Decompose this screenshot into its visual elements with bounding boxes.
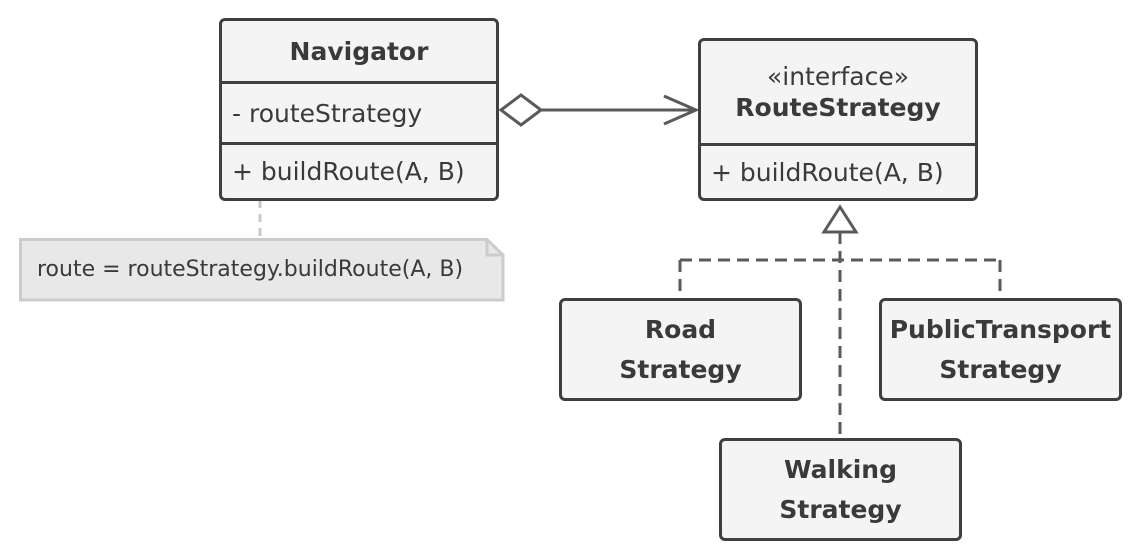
road-strategy-class[interactable]: Road Strategy <box>559 298 802 401</box>
navigator-class[interactable]: Navigator - routeStrategy + buildRoute(A… <box>219 18 499 201</box>
interface-stereotype: «interface» <box>766 62 910 91</box>
aggregation-edge <box>498 93 700 127</box>
navigator-method: + buildRoute(A, B) <box>222 142 496 198</box>
note-shape <box>19 238 505 302</box>
navigator-class-name: Navigator <box>289 36 429 66</box>
route-strategy-method: + buildRoute(A, B) <box>701 143 975 198</box>
walking-strategy-class[interactable]: Walking Strategy <box>719 438 962 541</box>
road-strategy-line2: Strategy <box>619 354 742 384</box>
route-strategy-name: RouteStrategy <box>735 93 941 122</box>
walking-strategy-line1: Walking <box>783 454 897 484</box>
road-strategy-line1: Road <box>644 314 717 344</box>
realization-triangle <box>821 204 859 234</box>
walking-strategy-line2: Strategy <box>779 494 902 524</box>
code-note: route = routeStrategy.buildRoute(A, B) <box>37 256 464 282</box>
navigator-field: - routeStrategy <box>222 81 496 142</box>
association-arrowhead <box>663 94 700 126</box>
route-strategy-header: «interface» RouteStrategy <box>701 41 975 143</box>
public-transport-strategy-line1: PublicTransport <box>889 314 1112 344</box>
public-transport-strategy-class[interactable]: PublicTransport Strategy <box>879 298 1122 401</box>
route-strategy-interface[interactable]: «interface» RouteStrategy + buildRoute(A… <box>698 38 978 201</box>
aggregation-diamond <box>498 93 544 127</box>
realization-edges <box>678 232 1002 438</box>
public-transport-strategy-line2: Strategy <box>939 354 1062 384</box>
